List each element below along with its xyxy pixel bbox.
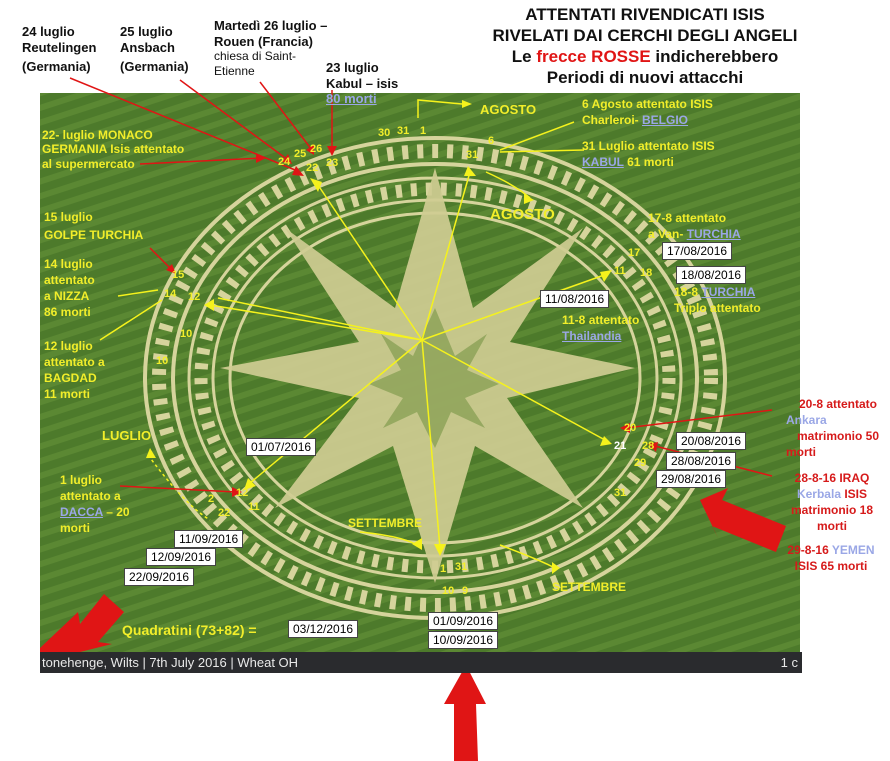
label-iraq: 28-8-16 IRAQ Kerbala ISIS matrimonio 18 … (790, 471, 874, 533)
label-luglio: LUGLIO (102, 428, 152, 443)
label-ankara: 20-8 attentato Ankara matrimonio 50 mort… (786, 396, 890, 460)
ring-number: 9 (462, 585, 469, 597)
date-01-09: 01/09/2016 (428, 612, 499, 630)
ring-number: 30 (378, 127, 391, 139)
ring-number: 11 (614, 265, 626, 277)
label-kabul-23: 23 luglio Kabul – isis 80 morti (326, 60, 399, 107)
ring-number: 22 (218, 507, 231, 519)
ring-number: 1 (420, 125, 427, 137)
ring-number: 12 (236, 487, 249, 499)
ring-number: 21 (614, 440, 627, 452)
ring-number: 23 (326, 157, 339, 169)
ring-number: 28 (642, 440, 655, 452)
label-agosto-mid: AGOSTO (490, 206, 555, 223)
label-belgio: 6 Agosto attentato ISIS Charleroi- BELGI… (582, 97, 713, 127)
label-monaco: 22- luglio MONACO GERMANIA Isis attentat… (42, 128, 185, 171)
label-ansbach: 25 luglio Ansbach (Germania) (120, 24, 189, 75)
ring-number: 10 (180, 328, 193, 340)
date-12-09: 12/09/2016 (146, 548, 217, 566)
ring-number: 6 (488, 135, 495, 147)
subtitle-red: frecce ROSSE (536, 47, 651, 66)
date-10-09: 10/09/2016 (428, 631, 499, 649)
ring-number: 1 (440, 563, 447, 575)
label-golpe-turchia: 15 luglio GOLPE TURCHIA (44, 210, 144, 242)
ring-number: 31 (466, 149, 479, 161)
date-22-09: 22/09/2016 (124, 568, 195, 586)
subtitle-2: Periodi di nuovi attacchi (546, 68, 744, 87)
link-belgio[interactable]: BELGIO (642, 113, 689, 127)
ring-number: 11 (248, 501, 260, 513)
label-rouen: Martedì 26 luglio – Rouen (Francia) chie… (214, 18, 328, 78)
label-bagdad: 12 luglio attentato a BAGDAD 11 morti (44, 339, 105, 401)
date-29-08: 29/08/2016 (656, 470, 727, 488)
date-11-09: 11/09/2016 (174, 530, 244, 548)
date-20-08: 20/08/2016 (676, 432, 747, 450)
link-turchia-van[interactable]: TURCHIA (686, 227, 741, 241)
ring-number: 31 (455, 561, 468, 573)
link-yemen[interactable]: YEMEN (831, 543, 875, 557)
label-turchia-18: 18-8 TURCHIA Triplo attentato (674, 285, 761, 315)
ring-number: 15 (172, 269, 185, 281)
ring-number: 14 (164, 288, 177, 300)
link-kabul[interactable]: KABUL (582, 155, 624, 169)
label-settembre-left: SETTEMBRE (348, 516, 423, 530)
ring-number: 24 (278, 156, 291, 168)
photo-caption: tonehenge, Wilts | 7th July 2016 | Wheat… (40, 652, 802, 673)
title-line-1: ATTENTATI RIVENDICATI ISIS (525, 5, 765, 24)
subtitle: Le frecce ROSSE indicherebbero (511, 47, 779, 66)
ring-number: 29 (634, 457, 647, 469)
label-dacca: 1 luglio attentato a DACCA – 20 morti (60, 473, 130, 535)
ring-number: 31 (397, 125, 410, 137)
ring-number: 25 (294, 148, 307, 160)
date-18-08: 18/08/2016 (676, 266, 747, 284)
page-title: ATTENTATI RIVENDICATI ISIS RIVELATI DAI … (440, 4, 850, 88)
label-kabul-31: 31 Luglio attentato ISIS KABUL 61 morti (582, 139, 715, 169)
label-yemen: 29-8-16 YEMEN ISIS 65 morti (787, 543, 875, 573)
ring-number: 18 (640, 267, 653, 279)
date-01-07: 01/07/2016 (246, 438, 317, 456)
label-nizza: 14 luglio attentato a NIZZA 86 morti (44, 257, 95, 319)
link-80-morti[interactable]: 80 morti (326, 91, 377, 107)
label-agosto-top: AGOSTO (480, 102, 537, 117)
caption-right: 1 c (780, 655, 798, 670)
title-line-2: RIVELATI DAI CERCHI DEGLI ANGELI (492, 26, 798, 45)
ring-number: 22 (306, 162, 319, 174)
link-turchia-18[interactable]: TURCHIA (701, 285, 756, 299)
ring-number: 26 (310, 143, 323, 155)
date-17-08: 17/08/2016 (662, 242, 733, 260)
link-dacca[interactable]: DACCA (60, 505, 103, 519)
date-28-08: 28/08/2016 (666, 452, 737, 470)
date-03-12: 03/12/2016 (288, 620, 359, 638)
link-ankara[interactable]: Ankara (786, 413, 827, 427)
ring-number: 12 (188, 291, 201, 303)
label-thailandia: 11-8 attentato Thailandia (562, 313, 640, 343)
ring-number: 20 (624, 422, 637, 434)
ring-number: 17 (628, 247, 641, 259)
link-thailandia[interactable]: Thailandia (562, 329, 622, 343)
caption-text: tonehenge, Wilts | 7th July 2016 | Wheat… (42, 655, 299, 670)
ring-number: 31 (614, 487, 627, 499)
ring-number: 10 (442, 585, 455, 597)
date-11-08: 11/08/2016 (540, 290, 610, 308)
ring-number: 10 (156, 355, 169, 367)
label-reutlingen: 24 luglio Reutelingen (Germania) (22, 24, 97, 75)
link-kerbala[interactable]: Kerbala (796, 487, 841, 501)
ring-number: 2 (208, 493, 215, 505)
label-settembre-right: SETTEMBRE (552, 580, 627, 594)
label-quadratini: Quadratini (73+82) = (122, 622, 257, 638)
label-van: 17-8 attentato a Van- TURCHIA (648, 211, 741, 241)
